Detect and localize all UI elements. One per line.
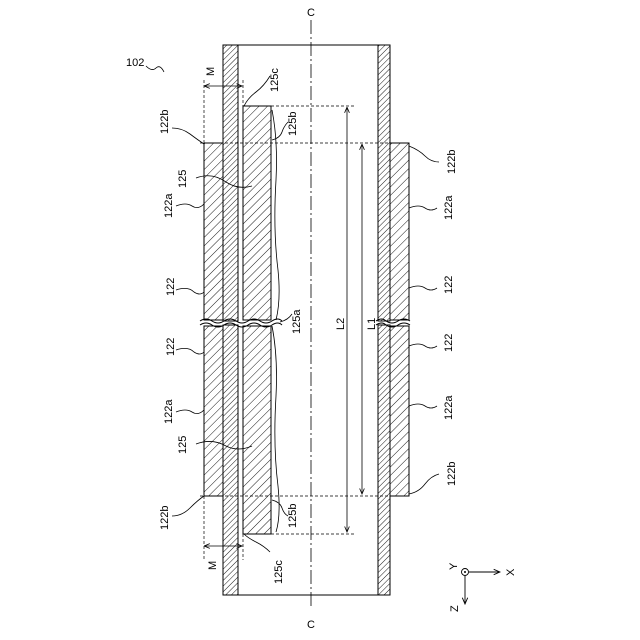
label-125a: 125a (291, 309, 303, 334)
leader-122-upper-left (176, 288, 204, 294)
l1-label: L1 (366, 318, 378, 330)
label-122b-bottom-right: 122b (446, 462, 458, 486)
leader-122-lower-right (409, 344, 437, 348)
label-122a-bottom-left: 122a (163, 399, 175, 424)
leader-122a-bottom-right (409, 404, 437, 408)
m-label-bottom: M (207, 561, 219, 570)
label-125b-top: 125b (287, 112, 299, 136)
right-heater-upper (390, 143, 409, 320)
leader-122a-top-left (176, 204, 204, 208)
coordinate-axes: Y X Z (448, 562, 517, 612)
label-125c-top: 125c (269, 68, 281, 92)
figure-number-leader (146, 66, 164, 72)
left-heater-upper (204, 143, 223, 320)
label-122a-bottom-right: 122a (443, 395, 455, 420)
leader-125b-bottom (272, 500, 288, 516)
right-tube-wall-upper (378, 45, 390, 321)
y-axis-label: Y (448, 562, 460, 570)
label-122-lower-left: 122 (165, 338, 177, 356)
leader-122b-top-left (172, 128, 204, 144)
leader-125c-bottom (244, 534, 270, 552)
figure-number: 102 (126, 57, 144, 69)
label-122b-top-left: 122b (159, 110, 171, 134)
label-122b-bottom-left: 122b (159, 506, 171, 530)
y-axis-dot (464, 571, 466, 573)
leader-122b-top-right (409, 146, 439, 162)
l2-label: L2 (335, 318, 347, 330)
left-tube-wall-lower (223, 325, 238, 595)
leader-122b-bottom-left (172, 496, 204, 516)
label-125-upper: 125 (177, 170, 189, 188)
label-122-upper-right: 122 (443, 276, 455, 294)
leader-122b-bottom-right (409, 474, 439, 494)
leader-122-lower-left (176, 348, 204, 354)
label-125c-bottom: 125c (273, 560, 285, 584)
leader-125c-top (244, 76, 270, 106)
label-122-upper-left: 122 (165, 278, 177, 296)
centerline-label-top: C (307, 7, 315, 19)
left-heater-lower (204, 326, 223, 496)
label-125-lower: 125 (177, 436, 189, 454)
label-122b-top-right: 122b (446, 150, 458, 174)
leader-122a-bottom-left (176, 410, 204, 414)
m-label-top: M (205, 67, 217, 76)
label-122a-top-left: 122a (163, 193, 175, 218)
x-axis-label: X (505, 568, 517, 576)
centerline-label-bottom: C (307, 619, 315, 631)
label-122-lower-right: 122 (443, 334, 455, 352)
member-125-upper (243, 106, 271, 320)
label-125b-bottom: 125b (287, 504, 299, 528)
right-tube-wall-lower (378, 325, 390, 595)
leader-122-upper-right (409, 286, 437, 290)
label-122a-top-right: 122a (443, 195, 455, 220)
z-axis-label: Z (449, 605, 461, 612)
surface-125a-upper (272, 110, 279, 320)
right-heater-lower (390, 326, 409, 496)
member-125-lower (243, 326, 271, 534)
leader-122a-top-right (409, 206, 437, 210)
